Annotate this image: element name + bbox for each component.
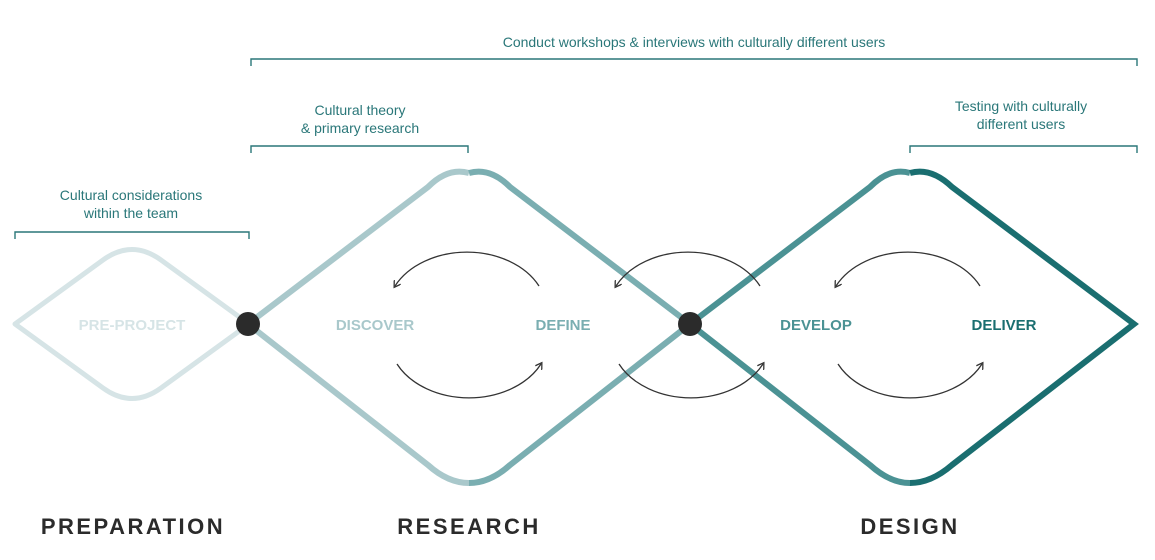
testing-label-line1: Testing with culturally (955, 98, 1087, 114)
workshops-bracket: Conduct workshops & interviews with cult… (250, 34, 1138, 66)
research-design-node (678, 312, 702, 336)
team-considerations-label-line2: within the team (83, 205, 178, 221)
preparation-section-label: PREPARATION (41, 514, 225, 539)
cultural-theory-label-line1: Cultural theory (314, 102, 405, 118)
deliver-label: DELIVER (971, 317, 1036, 334)
research-section-label: RESEARCH (397, 514, 540, 539)
deliver-diamond-half (909, 168, 1139, 486)
discover-label: DISCOVER (336, 317, 415, 334)
deliver-cycle-arrow-bottom (837, 364, 982, 399)
preparation-research-node (236, 312, 260, 336)
transition-cycle-arrow-top (616, 251, 761, 286)
team-considerations-bracket: Cultural considerations within the team (14, 187, 250, 239)
define-cycle-arrow-bottom (396, 364, 541, 399)
pre-project-diamond (12, 247, 252, 401)
cultural-theory-label-line2: & primary research (301, 120, 419, 136)
team-considerations-label-line1: Cultural considerations (60, 187, 202, 203)
workshops-label: Conduct workshops & interviews with cult… (503, 34, 886, 50)
define-label: DEFINE (535, 317, 590, 334)
develop-cycle-arrow-top (836, 251, 981, 286)
transition-cycle-arrow-bottom (618, 364, 763, 399)
pre-project-label: PRE-PROJECT (79, 317, 186, 334)
testing-bracket: Testing with culturally different users (909, 98, 1138, 153)
cultural-theory-bracket: Cultural theory & primary research (250, 102, 469, 153)
develop-label: DEVELOP (780, 317, 852, 334)
testing-label-line2: different users (977, 116, 1065, 132)
discover-cycle-arrow-top (395, 251, 540, 286)
design-section-label: DESIGN (860, 514, 959, 539)
